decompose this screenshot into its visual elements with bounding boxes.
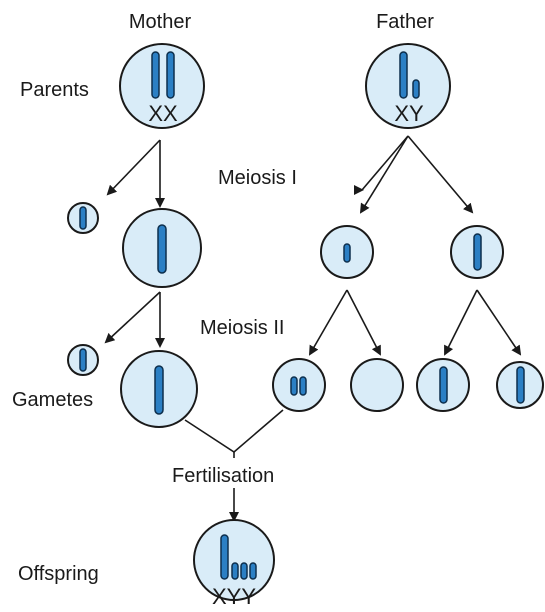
fertilisation-label: Fertilisation	[172, 465, 274, 487]
y-chromosome	[249, 562, 257, 580]
father-genotype: XY	[394, 101, 424, 126]
polar-body-cell	[67, 202, 99, 234]
offspring-cell: XYY	[193, 519, 275, 609]
secondary-spermatocyte-y-cell	[320, 225, 374, 279]
x-chromosome	[473, 233, 482, 271]
mother-genotype: XX	[148, 101, 178, 126]
x-chromosome	[151, 51, 160, 99]
fertilisation-join-line	[184, 409, 284, 453]
parents-label: Parents	[20, 79, 89, 101]
x-chromosome	[516, 366, 525, 404]
arrow	[359, 135, 409, 214]
mother-cell: XX	[119, 43, 205, 129]
mother-label: Mother	[129, 11, 192, 33]
sperm-yy-cell	[272, 358, 326, 412]
arrow	[476, 289, 522, 356]
egg-cell	[120, 350, 198, 428]
meiosis-branch	[361, 135, 409, 191]
y-chromosome	[412, 79, 420, 99]
arrow	[407, 135, 474, 214]
arrow	[104, 291, 161, 344]
secondary-oocyte-cell	[122, 208, 202, 288]
y-chromosome	[231, 562, 239, 580]
y-chromosome	[299, 376, 307, 396]
arrow	[308, 289, 348, 356]
father-label: Father	[376, 11, 434, 33]
sperm-empty-cell	[350, 358, 404, 412]
arrow	[346, 289, 381, 356]
offspring-genotype: XYY	[212, 584, 256, 609]
sperm-x-cell	[416, 358, 470, 412]
meiosis-1-label: Meiosis I	[218, 167, 297, 189]
offspring-label: Offspring	[18, 563, 99, 585]
y-chromosome	[290, 376, 298, 396]
x-chromosome	[439, 366, 448, 404]
chromosome	[79, 206, 87, 230]
sperm-x-cell	[496, 361, 544, 409]
chromosome	[79, 348, 87, 372]
x-chromosome	[220, 534, 229, 580]
chromosome	[157, 224, 167, 274]
father-cell: XY	[365, 43, 451, 129]
arrow	[106, 139, 161, 196]
y-chromosome	[343, 243, 351, 263]
gametes-label: Gametes	[12, 389, 93, 411]
secondary-spermatocyte-x-cell	[450, 225, 504, 279]
x-chromosome	[166, 51, 175, 99]
polar-body-cell	[67, 344, 99, 376]
y-chromosome	[240, 562, 248, 580]
arrow	[444, 289, 478, 356]
x-chromosome	[399, 51, 408, 99]
chromosome	[154, 365, 164, 415]
meiosis-2-label: Meiosis II	[200, 317, 284, 339]
